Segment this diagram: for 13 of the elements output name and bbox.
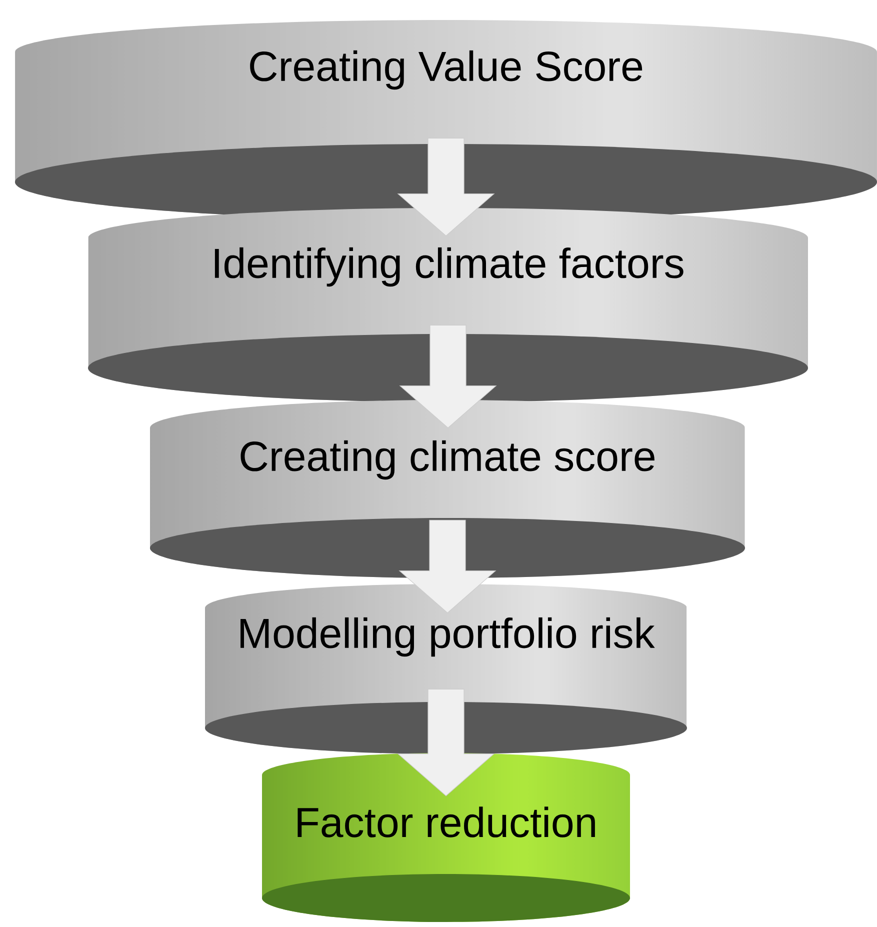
node-label: Modelling portfolio risk xyxy=(240,617,655,657)
node-label: Creating Value Score xyxy=(250,50,642,90)
block-arrow xyxy=(397,138,495,236)
cylinder-band: Factor reduction xyxy=(262,806,630,922)
node-label: Identifying climate factors xyxy=(214,247,684,287)
node-label: Factor reduction xyxy=(298,806,595,838)
block-arrow xyxy=(399,324,497,428)
block-arrow xyxy=(398,520,496,614)
cylinder-band: Identifying climate factors xyxy=(88,247,808,402)
cylinder-band: Modelling portfolio risk xyxy=(205,617,687,754)
node-label: Creating climate score xyxy=(240,440,654,480)
block-arrow xyxy=(397,688,495,796)
cylinder-band: Creating climate score xyxy=(150,440,745,578)
